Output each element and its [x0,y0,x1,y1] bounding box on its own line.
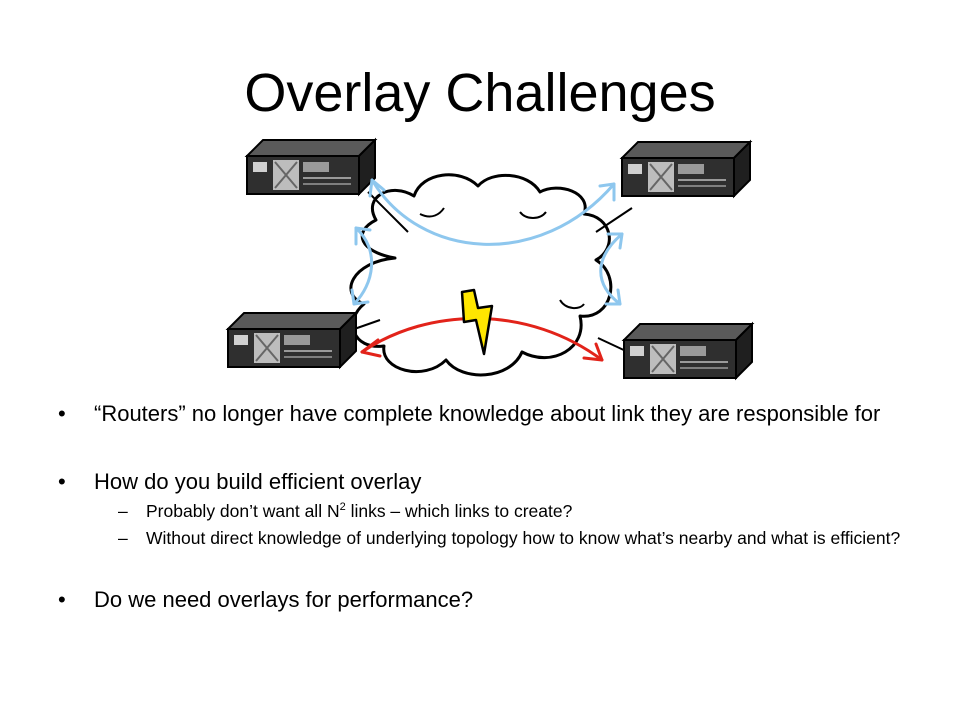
router-top-left [246,139,376,195]
bullet-text: How do you build efficient overlay [94,469,422,494]
sub-bullet-topology: – Without direct knowledge of underlying… [58,529,918,548]
sub-bullet-text: Without direct knowledge of underlying t… [146,528,901,548]
bullet-performance: • Do we need overlays for performance? [58,588,918,612]
link-top-left [367,191,409,233]
link-top-right [595,207,633,233]
overlay-link-right [599,232,624,306]
bullet-text: Do we need overlays for performance? [94,587,474,612]
bullet-marker: • [58,401,66,426]
overlay-link-top [370,178,616,246]
sub-bullet-text-before: Probably don’t want all N [146,501,340,521]
bullet-marker: • [58,469,66,494]
lightning-icon [460,288,494,356]
bullet-build-overlay: • How do you build efficient overlay [58,470,918,494]
router-bottom-right [623,323,753,379]
sub-bullet-links: – Probably don’t want all N2 links – whi… [58,502,918,521]
slide-title: Overlay Challenges [244,63,716,123]
overlay-network-diagram [227,139,753,379]
sub-bullet-marker: – [118,501,128,521]
bullet-text: “Routers” no longer have complete knowle… [94,401,881,426]
router-bottom-left [227,312,357,368]
bullet-list: • “Routers” no longer have complete know… [58,402,918,612]
sub-bullet-text-after: links – which links to create? [345,501,573,521]
sub-bullet-superscript: 2 [339,501,346,514]
overlay-link-left [352,226,373,306]
router-top-right [621,141,751,197]
bullet-routers-knowledge: • “Routers” no longer have complete know… [58,402,918,426]
bullet-marker: • [58,587,66,612]
sub-bullet-marker: – [118,528,128,548]
